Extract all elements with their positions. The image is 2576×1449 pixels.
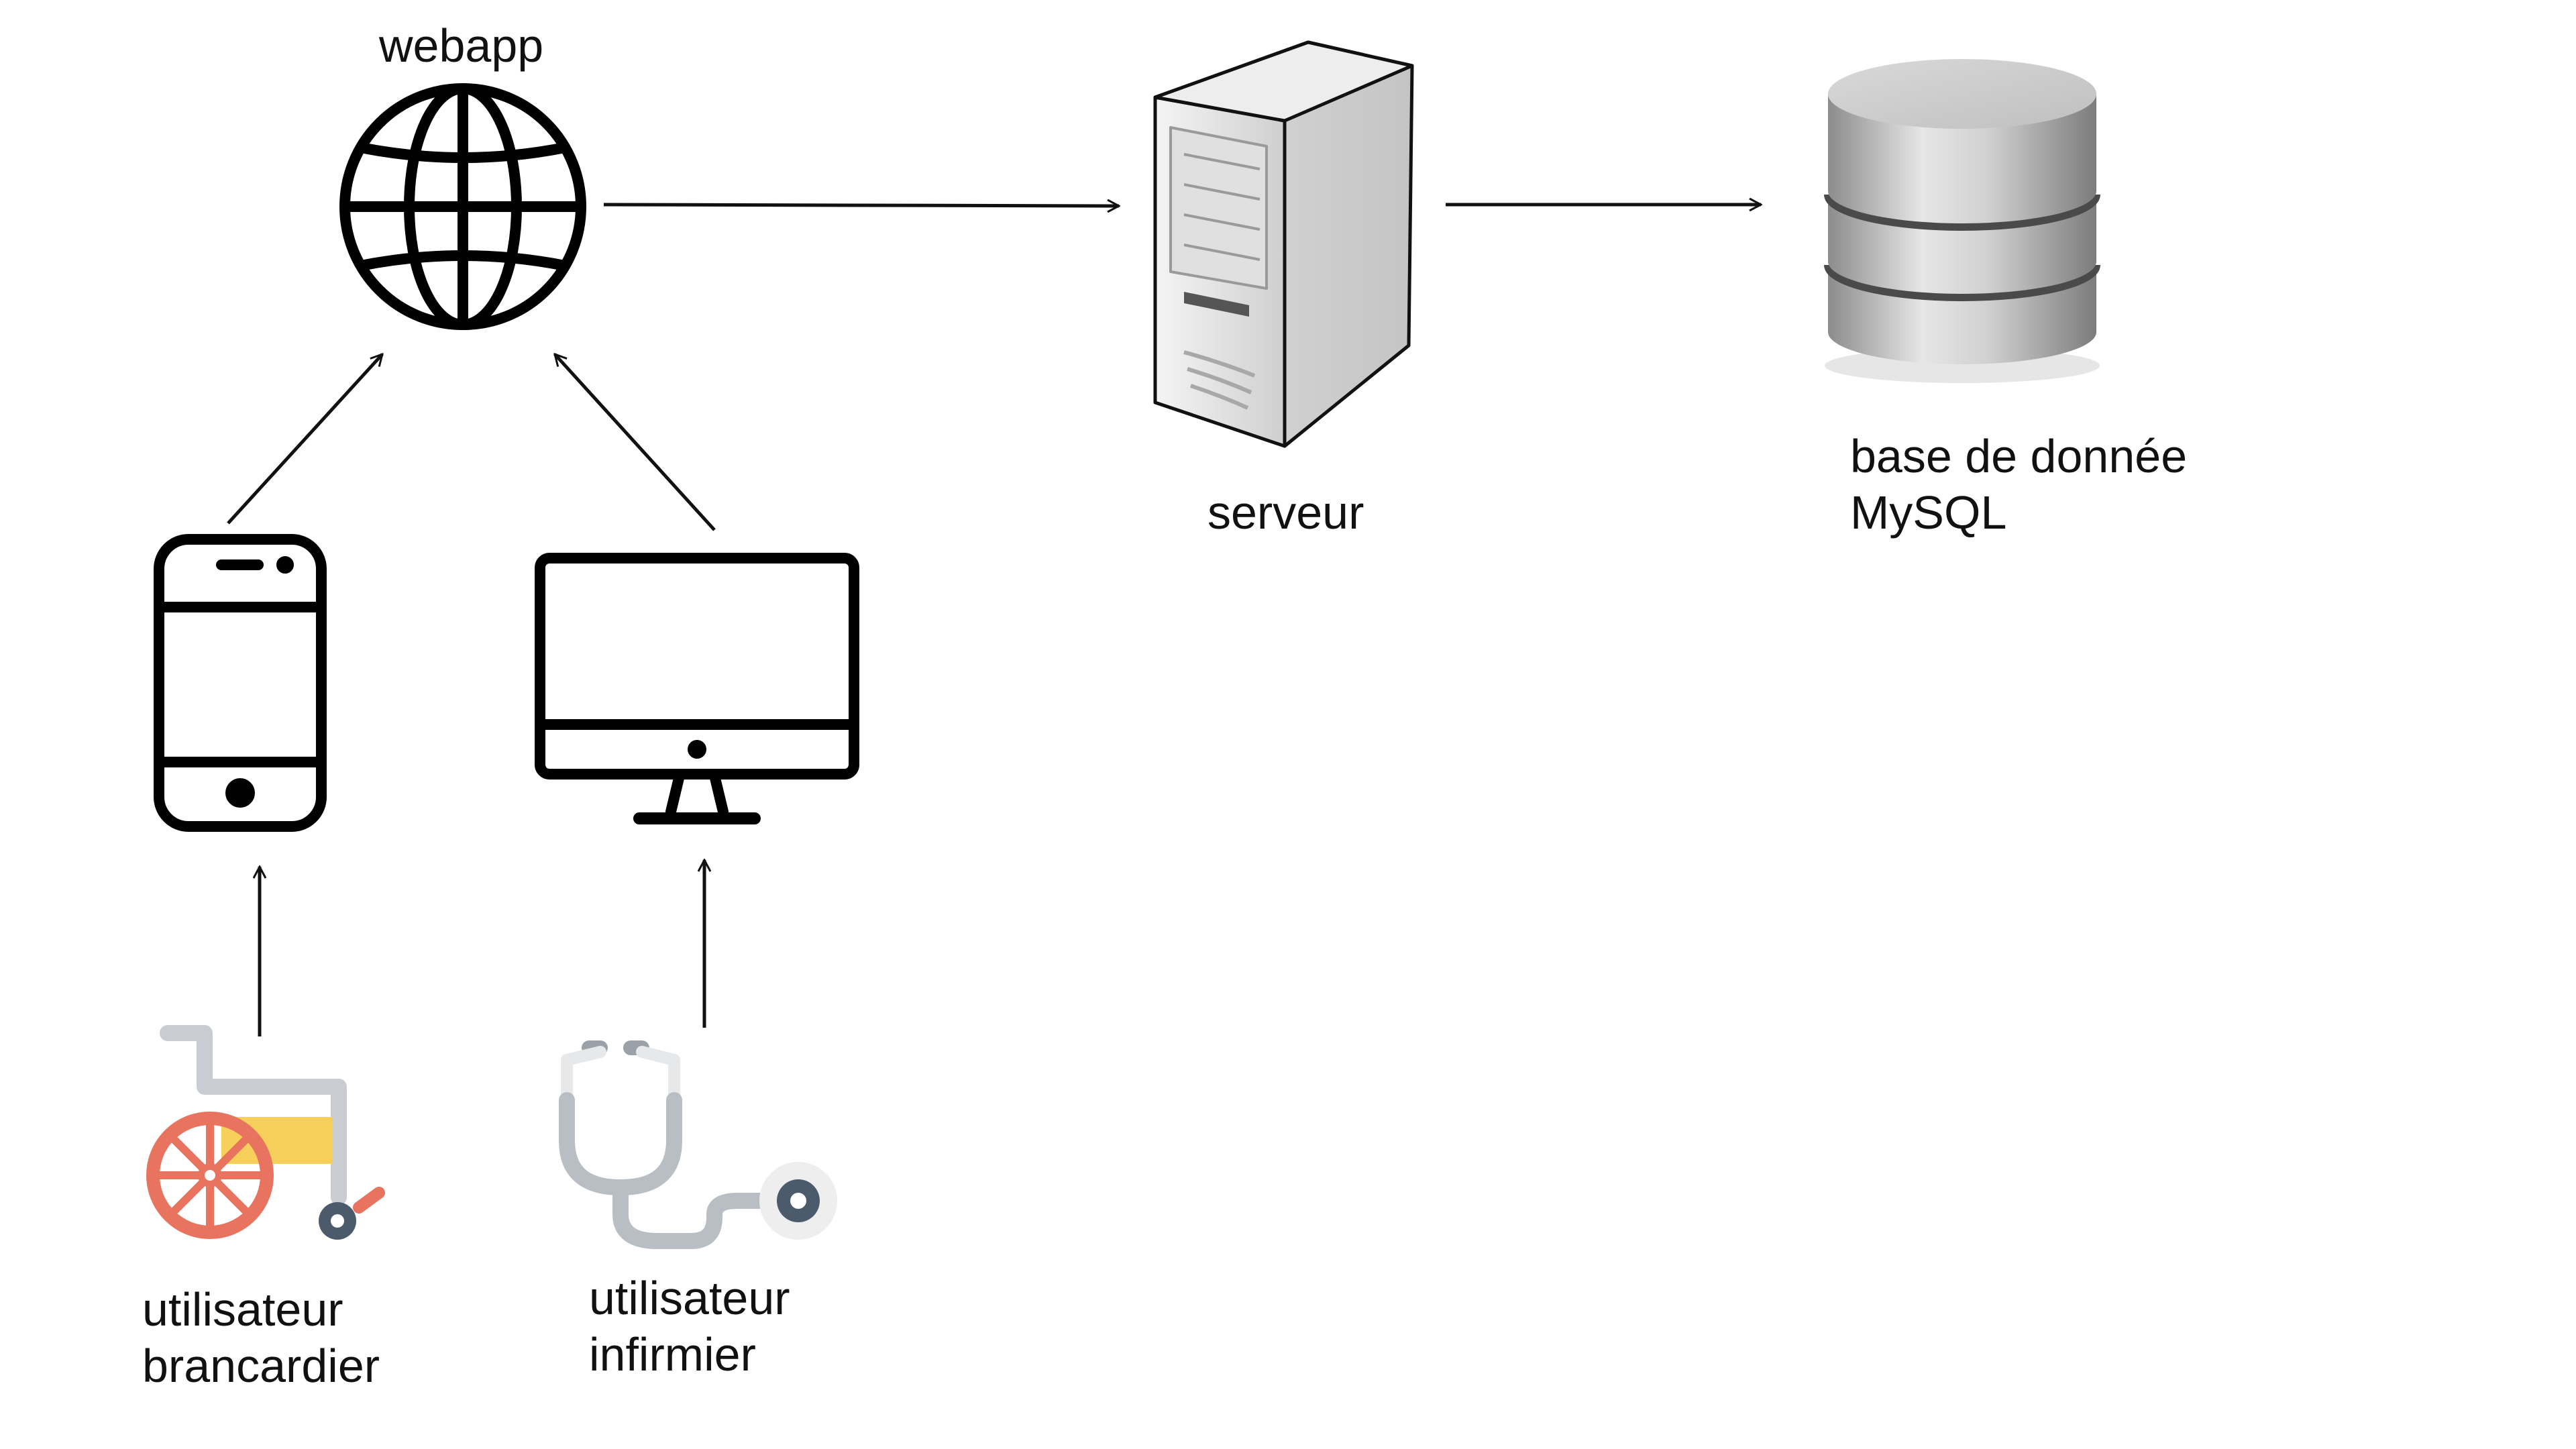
globe-icon [339, 83, 586, 330]
database-label: base de donnée MySQL [1850, 428, 2187, 541]
database-label-line1: base de donnée [1850, 430, 2188, 482]
webapp-label: webapp [379, 19, 544, 72]
connector-arrows [227, 205, 1761, 1036]
wheelchair-icon [146, 1025, 385, 1240]
serveur-label: serveur [1208, 486, 1364, 539]
desktop-monitor-icon [535, 553, 859, 824]
smartphone-icon [154, 534, 327, 832]
database-cylinder-icon [1824, 59, 2100, 383]
arrow-webapp-to-serveur [603, 205, 1119, 206]
brancardier-label-line2: brancardier [142, 1340, 380, 1392]
database-label-line2: MySQL [1850, 486, 2007, 539]
infirmier-label-line2: infirmier [589, 1328, 756, 1381]
arrow-desktop-to-webapp [555, 354, 716, 531]
stethoscope-icon [559, 1040, 837, 1249]
server-tower-icon [1153, 40, 1414, 448]
infirmier-label: utilisateur infirmier [589, 1270, 790, 1383]
brancardier-label: utilisateur brancardier [142, 1281, 380, 1394]
arrow-mobile-to-webapp [227, 354, 382, 525]
brancardier-label-line1: utilisateur [142, 1283, 343, 1336]
infirmier-label-line1: utilisateur [589, 1272, 790, 1324]
